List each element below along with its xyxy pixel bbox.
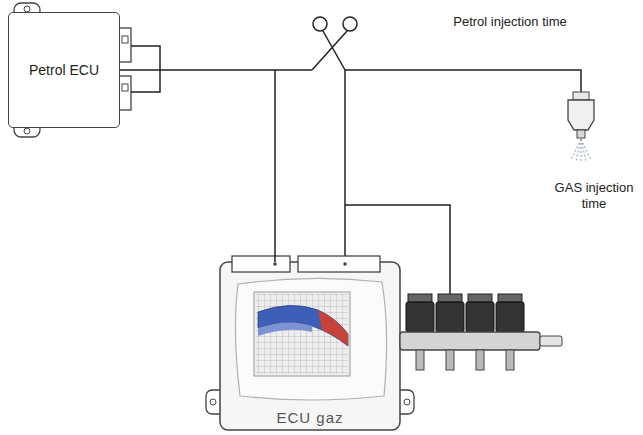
plug-connector (119, 28, 131, 62)
plug-pin (122, 36, 128, 43)
plug-pin (122, 84, 128, 91)
injector-nozzle (506, 350, 514, 370)
gas-injector-coil (406, 302, 434, 332)
plug-pin (273, 262, 277, 266)
wire (345, 70, 581, 92)
injector-plug (498, 294, 522, 302)
gas-injector-coil (496, 302, 524, 332)
signal-wire (120, 70, 275, 262)
injector-nozzle (416, 350, 424, 370)
fuel-spray (571, 139, 591, 162)
label-sticker (235, 278, 386, 400)
switch-ring (313, 17, 327, 31)
switch-ring (343, 17, 357, 31)
mounting-hole (210, 399, 216, 405)
map-frame (254, 292, 350, 376)
map-surface (258, 322, 312, 336)
rail-fitting (540, 336, 562, 346)
ecu-housing (220, 262, 400, 430)
injector-plug (573, 92, 589, 100)
switch-blades (312, 31, 347, 70)
map-surface (258, 305, 348, 346)
wire (275, 69, 312, 71)
plug-connector (232, 256, 290, 272)
plug-pin (343, 262, 347, 266)
signal-label: GAS injection time (550, 180, 638, 212)
gas-injector-coil (466, 302, 494, 332)
injector-plug (438, 294, 462, 302)
ecu-box: ECU gaz (220, 262, 400, 430)
injector-rail (400, 332, 540, 350)
injector-plug (408, 294, 432, 302)
injector-nozzle (476, 350, 484, 370)
gas-injector-coil (436, 302, 464, 332)
wire (131, 46, 160, 92)
node-label: ECU gaz (276, 409, 343, 427)
petrol-injector (568, 100, 594, 130)
node-label: Petrol ECU (29, 62, 99, 79)
mounting-hole (24, 128, 30, 134)
mounting-hole (404, 399, 410, 405)
injector-plug (468, 294, 492, 302)
plug-connector (298, 256, 380, 272)
injector-nozzle (577, 130, 585, 138)
map-grid (256, 294, 348, 374)
map-surface (318, 310, 348, 346)
ecu-box: Petrol ECU (8, 12, 120, 128)
wire (344, 70, 346, 262)
plug-connector (119, 76, 131, 110)
injector-nozzle (446, 350, 454, 370)
signal-label: Petrol injection time (452, 14, 568, 30)
